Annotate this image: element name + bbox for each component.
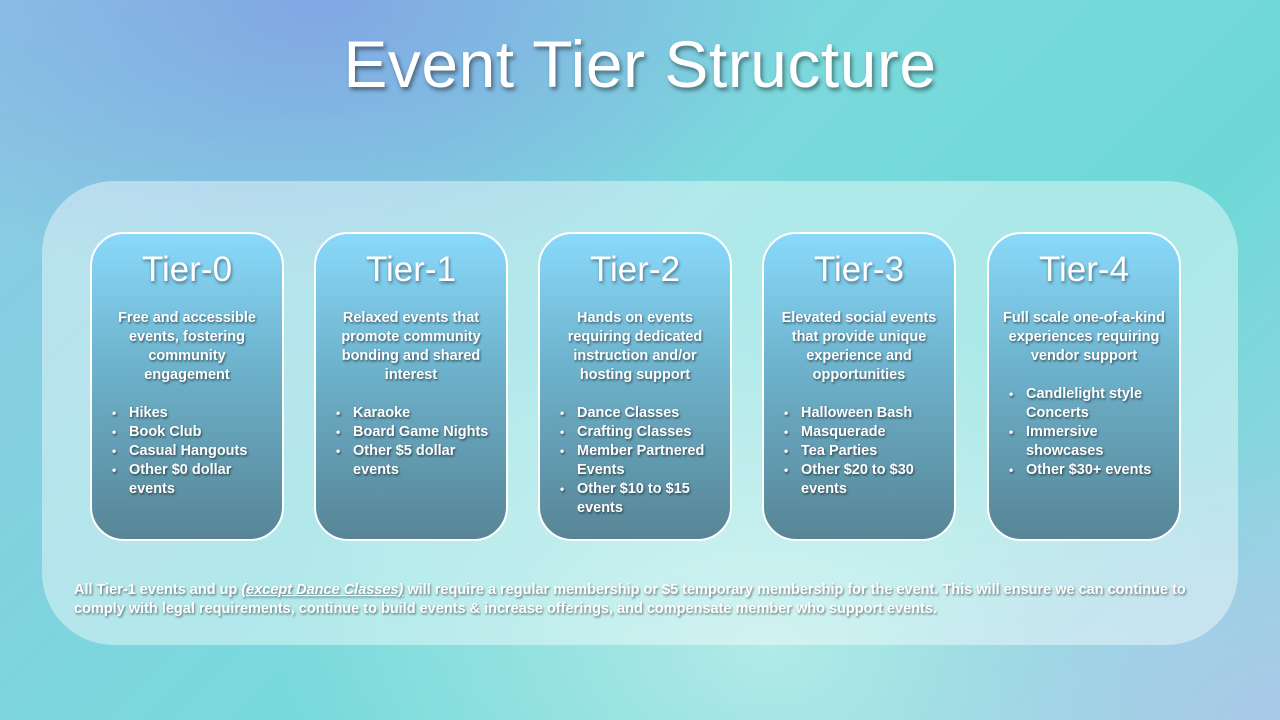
list-item: Other $20 to $30 events [784, 461, 946, 499]
list-item: Book Club [112, 423, 274, 442]
tier-title: Tier-4 [1038, 250, 1130, 289]
tier-examples-list: Candlelight style Concerts Immersive sho… [1009, 385, 1171, 480]
tier-card-1: Tier-1 Relaxed events that promote commu… [314, 232, 508, 541]
tier-card-3: Tier-3 Elevated social events that provi… [762, 232, 956, 541]
tier-card-4: Tier-4 Full scale one-of-a-kind experien… [987, 232, 1181, 541]
list-item: Other $5 dollar events [336, 442, 498, 480]
list-item: Casual Hangouts [112, 442, 274, 461]
tier-description: Hands on events requiring dedicated inst… [567, 310, 703, 383]
footnote-text-start: All Tier-1 events and up [74, 582, 242, 598]
list-item: Crafting Classes [560, 423, 722, 442]
list-item: Tea Parties [784, 442, 946, 461]
list-item: Hikes [112, 404, 274, 423]
tier-description: Elevated social events that provide uniq… [781, 310, 937, 383]
tier-title: Tier-3 [813, 250, 905, 289]
tier-examples-list: Dance Classes Crafting Classes Member Pa… [560, 404, 722, 518]
tier-examples-list: Halloween Bash Masquerade Tea Parties Ot… [784, 404, 946, 499]
slide-title: Event Tier Structure [343, 27, 937, 101]
footnote-exception: (except Dance Classes) [241, 582, 404, 598]
list-item: Karaoke [336, 404, 498, 423]
tier-title: Tier-2 [589, 250, 681, 289]
footnote-text-end: will require a regular membership or $5 … [74, 582, 1186, 617]
list-item: Member Partnered Events [560, 442, 722, 480]
tier-description: Free and accessible events, fostering co… [118, 310, 256, 383]
list-item: Immersive showcases [1009, 423, 1171, 461]
list-item: Board Game Nights [336, 423, 498, 442]
list-item: Other $10 to $15 events [560, 480, 722, 518]
list-item: Candlelight style Concerts [1009, 385, 1171, 423]
membership-footnote: All Tier-1 events and up (except Dance C… [74, 581, 1214, 619]
list-item: Other $0 dollar events [112, 461, 274, 499]
tier-title: Tier-1 [365, 250, 457, 289]
tier-examples-list: Karaoke Board Game Nights Other $5 dolla… [336, 404, 498, 480]
list-item: Other $30+ events [1009, 461, 1171, 480]
list-item: Halloween Bash [784, 404, 946, 423]
list-item: Dance Classes [560, 404, 722, 423]
tier-card-0: Tier-0 Free and accessible events, foste… [90, 232, 284, 541]
tier-examples-list: Hikes Book Club Casual Hangouts Other $0… [112, 404, 274, 499]
tier-card-2: Tier-2 Hands on events requiring dedicat… [538, 232, 732, 541]
tier-description: Relaxed events that promote community bo… [341, 310, 481, 383]
tier-title: Tier-0 [141, 250, 233, 289]
tier-description: Full scale one-of-a-kind experiences req… [1003, 310, 1165, 364]
list-item: Masquerade [784, 423, 946, 442]
